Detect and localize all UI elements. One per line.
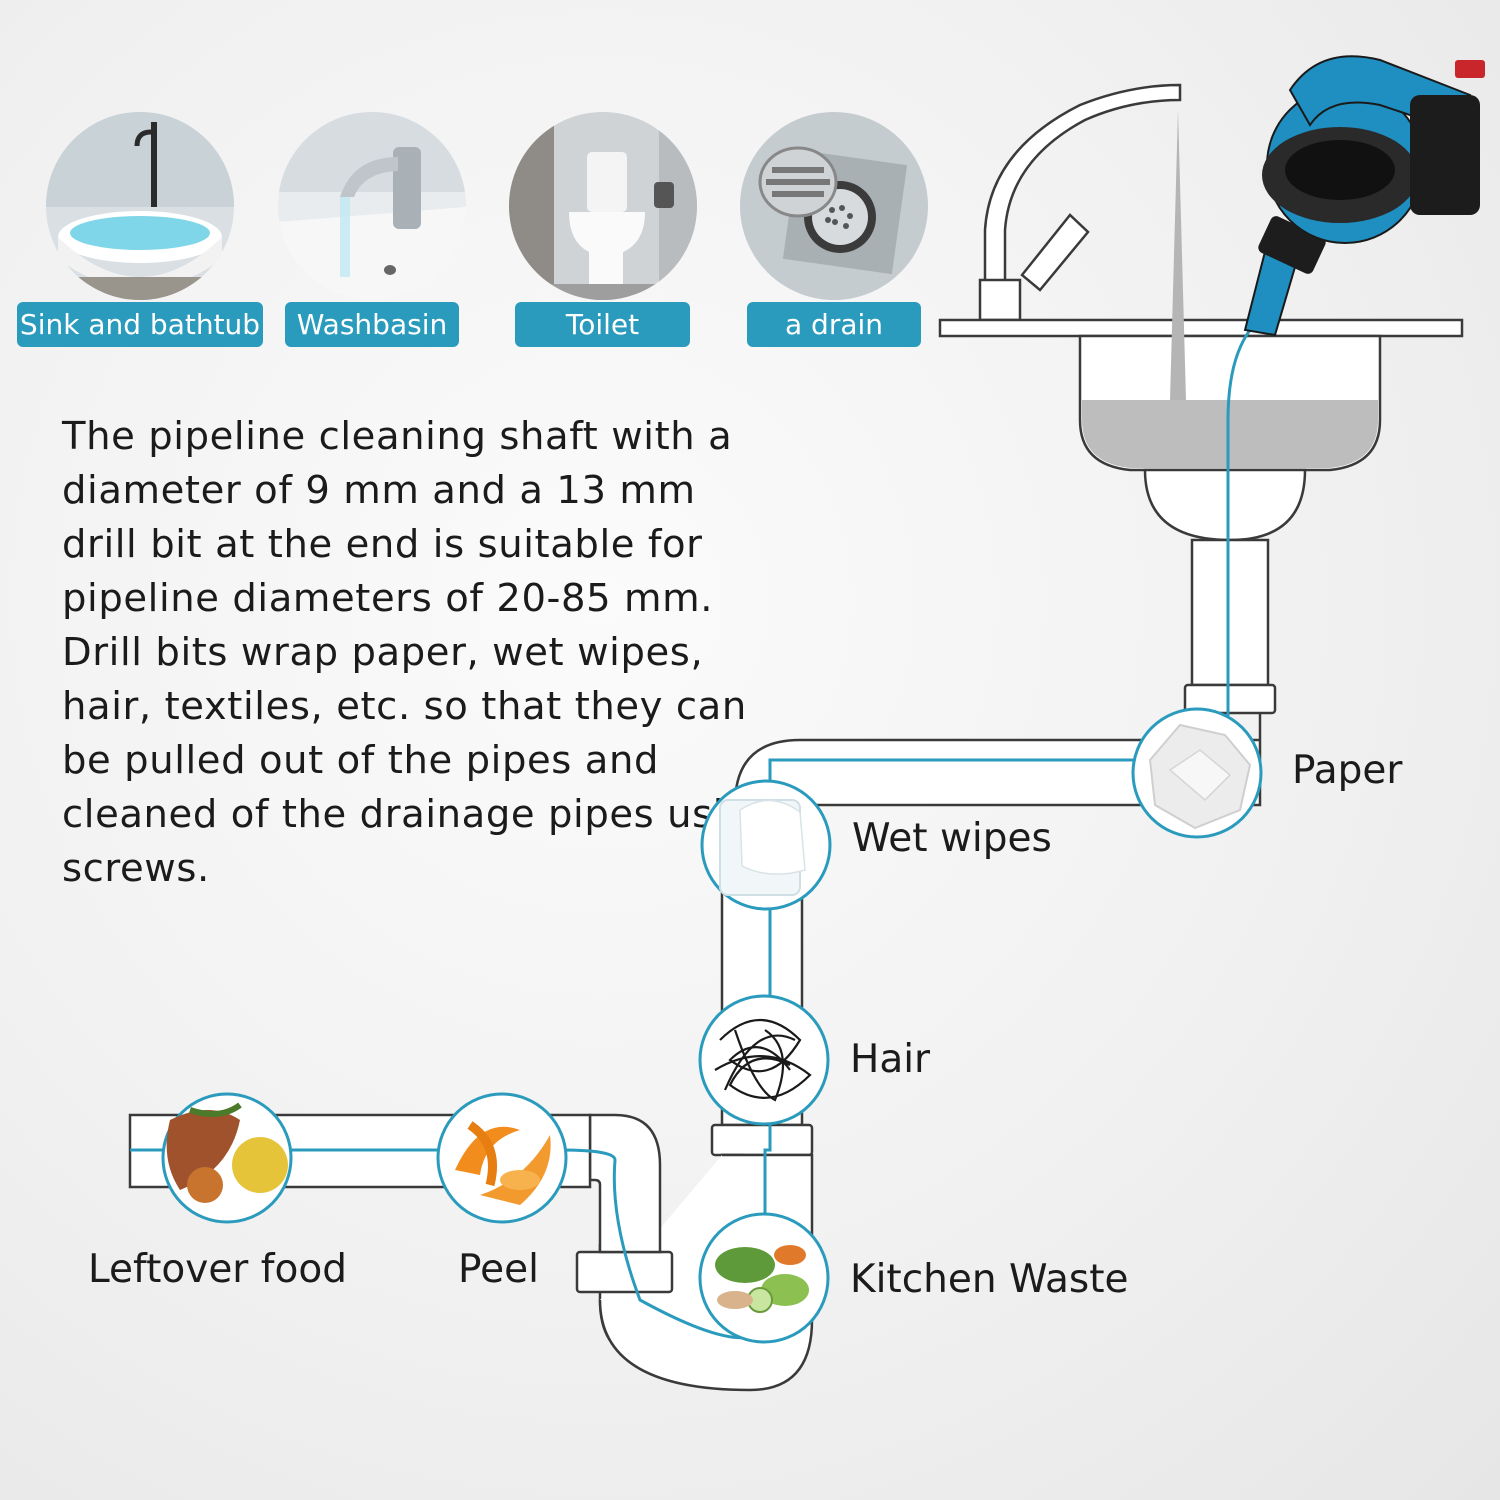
slip-nut-trap bbox=[575, 1250, 674, 1294]
faucet-base bbox=[978, 278, 1022, 322]
cleaning-cable bbox=[130, 329, 1252, 1340]
debris-label-kitchen-waste: Kitchen Waste bbox=[850, 1257, 1129, 1302]
faucet bbox=[983, 83, 1182, 322]
kitchen-waste-bubble bbox=[698, 1212, 830, 1344]
water-stream bbox=[1170, 110, 1186, 400]
drain-bowl bbox=[1143, 468, 1307, 542]
debris-label-hair: Hair bbox=[850, 1037, 931, 1082]
debris-label-leftover-food: Leftover food bbox=[88, 1247, 347, 1292]
drain-photo bbox=[740, 112, 928, 300]
hair-bubble bbox=[698, 994, 830, 1126]
countertop bbox=[938, 318, 1464, 338]
debris-label-wet-wipes: Wet wipes bbox=[852, 816, 1052, 861]
floor-drain-icon bbox=[740, 112, 928, 300]
application-label-washbasin: Washbasin bbox=[285, 302, 459, 347]
leftover-food-bubble bbox=[161, 1092, 293, 1224]
slip-nut-top bbox=[1183, 683, 1277, 715]
peel-bubble bbox=[436, 1092, 568, 1224]
trap-arm bbox=[588, 1113, 662, 1254]
debris-label-paper: Paper bbox=[1292, 748, 1403, 793]
sink-water bbox=[1082, 400, 1378, 468]
drain-auger-tool bbox=[1243, 55, 1485, 337]
paper-bubble bbox=[1131, 707, 1263, 839]
application-label-toilet: Toilet bbox=[515, 302, 690, 347]
application-label-sink-bathtub: Sink and bathtub bbox=[17, 302, 263, 347]
wet-wipes-bubble bbox=[700, 779, 832, 911]
product-description: The pipeline cleaning shaft with a diame… bbox=[62, 414, 775, 891]
debris-label-peel: Peel bbox=[458, 1247, 539, 1292]
application-label-drain: a drain bbox=[747, 302, 921, 347]
tailpiece bbox=[1190, 538, 1270, 687]
faucet-handle bbox=[1020, 213, 1090, 292]
slip-nut-middle bbox=[710, 1123, 814, 1157]
